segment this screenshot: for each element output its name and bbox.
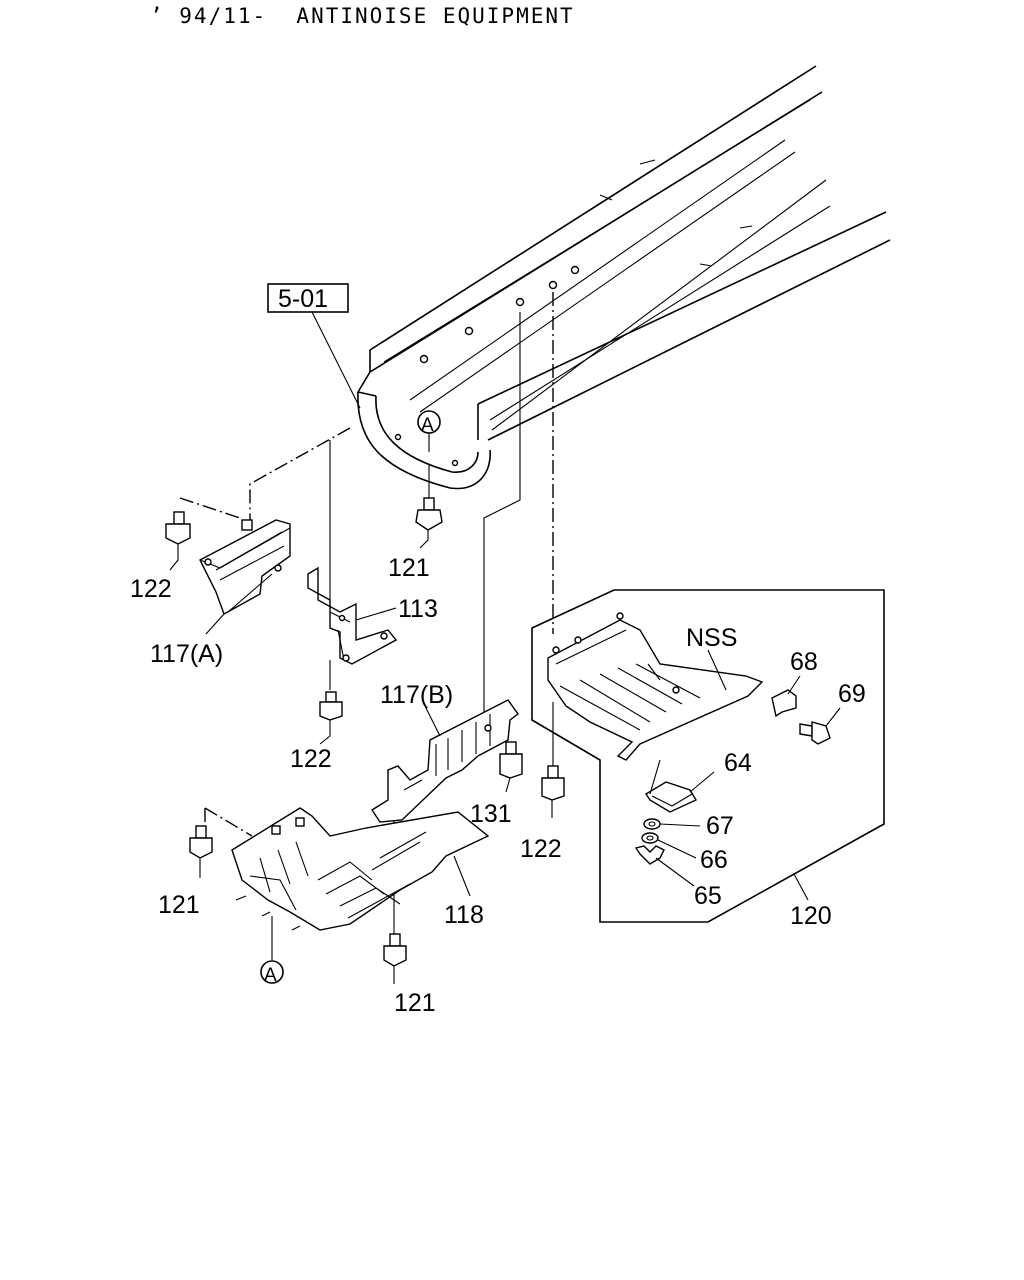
label-nss: NSS [686, 624, 737, 652]
label-66: 66 [700, 846, 728, 874]
bolt-122-left: 122 [130, 511, 191, 603]
assembly-120-box: 120 [531, 589, 885, 930]
label-69: 69 [838, 680, 866, 708]
bolt-122-mid: 122 [290, 691, 343, 773]
callout-a-bottom-label: A [264, 965, 277, 986]
ref-5-01-label: 5-01 [278, 285, 328, 313]
label-121-bottom: 121 [394, 989, 436, 1017]
label-64: 64 [724, 749, 752, 777]
label-122-left: 122 [130, 575, 172, 603]
label-121-left: 121 [158, 891, 200, 919]
washer-66: 66 [641, 832, 728, 874]
part-117a-cover: 117(A) [150, 519, 291, 668]
callout-a-top-label: A [421, 415, 434, 436]
callout-a-bottom: A [260, 916, 284, 986]
label-122-mid: 122 [290, 745, 332, 773]
part-117b-cover: 117(B) [371, 681, 519, 823]
bolt-121-top: 121 [388, 497, 443, 582]
label-117a: 117(A) [150, 640, 223, 668]
reference-box-5-01: 5-01 [267, 283, 361, 409]
label-67: 67 [706, 812, 734, 840]
label-122-right: 122 [520, 835, 562, 863]
bolt-121-bottom: 121 [383, 933, 436, 1017]
wing-nut-65: 65 [634, 845, 722, 910]
label-113: 113 [398, 595, 438, 623]
frame-rails [357, 65, 891, 490]
bolt-69: 69 [799, 680, 866, 745]
bracket-113: 113 [307, 566, 438, 665]
label-131: 131 [470, 800, 512, 828]
label-117b: 117(B) [380, 681, 453, 709]
callout-a-top: A [417, 410, 441, 452]
label-118: 118 [444, 901, 484, 929]
washer-67: 67 [643, 812, 734, 840]
nut-122-right: 122 [520, 765, 565, 863]
bolt-121-left: 121 [158, 825, 213, 919]
label-65: 65 [694, 882, 722, 910]
label-68: 68 [790, 648, 818, 676]
nss-undercover: NSS [547, 612, 764, 761]
label-120: 120 [790, 902, 832, 930]
label-121-top: 121 [388, 554, 430, 582]
clip-68: 68 [771, 648, 818, 718]
nut-131: 131 [470, 741, 523, 828]
bracket-64: 64 [645, 749, 752, 813]
page-title: ’ 94/11- ANTINOISE EQUIPMENT [150, 4, 575, 28]
part-118-undercover: 118 [231, 807, 490, 931]
